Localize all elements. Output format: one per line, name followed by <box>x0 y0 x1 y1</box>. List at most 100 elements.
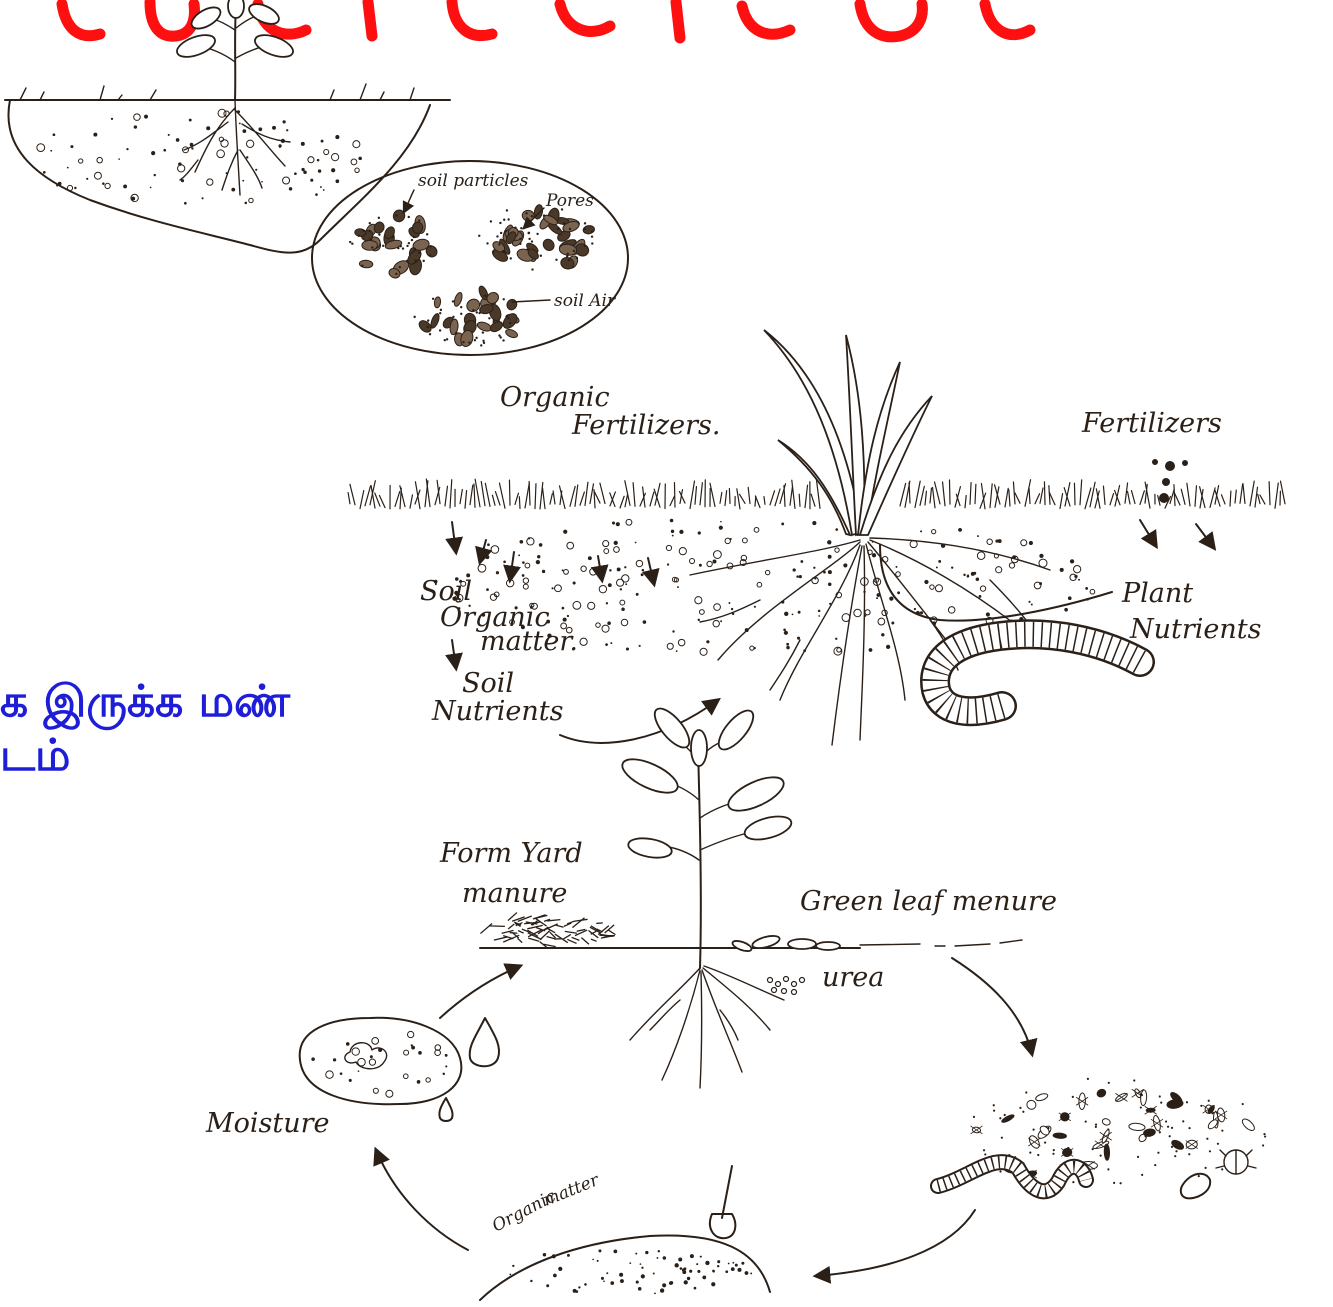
fertilizer-panel: Organic Fertilizers. Fertilizers <box>348 330 1285 745</box>
soil-dot <box>731 1267 735 1271</box>
manure-straw <box>581 938 589 945</box>
organism <box>1240 1117 1256 1133</box>
soil-dot <box>440 309 442 311</box>
grass-blade <box>949 480 950 504</box>
soil-dot <box>323 189 325 191</box>
soil-dot <box>539 543 543 547</box>
soil-dot <box>311 1057 315 1061</box>
soil-dot <box>670 519 674 523</box>
soil-dot <box>920 611 923 614</box>
soil-dot <box>395 214 397 216</box>
soil-dot <box>636 1281 639 1284</box>
soil-dot <box>500 232 502 234</box>
grass-blade <box>755 496 760 508</box>
soil-dot <box>1182 1120 1184 1122</box>
soil-pebble <box>1090 589 1095 594</box>
soil-dot <box>150 187 152 189</box>
soil-dot <box>487 543 490 546</box>
soil-pebble <box>1073 566 1080 573</box>
soil-pebble <box>105 183 110 188</box>
grass-blade <box>737 489 740 509</box>
soil-dot <box>272 126 276 130</box>
soil-dot <box>1095 1126 1097 1128</box>
soil-dot <box>924 580 928 584</box>
soil-dot <box>397 247 399 249</box>
grass-blade <box>1255 487 1257 507</box>
soil-dot <box>682 1270 686 1274</box>
soil-dot <box>391 236 393 238</box>
soil-pebble <box>620 600 625 605</box>
grass-blade <box>474 484 475 507</box>
soil-dot <box>484 295 486 297</box>
soil-dot <box>694 1287 697 1290</box>
soil-dot <box>741 1262 744 1265</box>
soil-dot <box>1171 1127 1173 1129</box>
soil-dot <box>43 171 46 174</box>
soil-dot <box>67 167 69 169</box>
soil-dot <box>607 621 611 625</box>
soil-dot <box>584 245 586 247</box>
soil-pebble <box>490 594 496 600</box>
soil-pebble <box>599 585 606 592</box>
soil-particle <box>359 260 373 268</box>
soil-pebble <box>78 159 82 163</box>
leaf <box>724 770 789 817</box>
grass-blade <box>481 481 485 505</box>
soil-pebble <box>246 140 253 147</box>
soil-dot <box>977 535 979 537</box>
grass-blade <box>975 484 976 503</box>
organism <box>1101 1118 1111 1127</box>
soil-dot <box>206 126 210 130</box>
soil-dot <box>672 535 674 537</box>
soil-pebble <box>935 585 942 592</box>
soil-dot <box>531 215 533 217</box>
soil-dot <box>482 331 484 333</box>
grass-blade <box>729 489 730 504</box>
grass-blade <box>620 496 624 508</box>
soil-dot <box>1160 1102 1162 1104</box>
grass-blade <box>690 481 694 508</box>
manure-straw <box>608 930 616 935</box>
soil-air-label: soil Air <box>554 291 616 311</box>
soil-dot <box>584 222 586 224</box>
soil-dot <box>797 637 800 640</box>
soil-dot <box>537 555 540 558</box>
soil-dot <box>569 228 571 230</box>
soil-dot <box>446 338 448 340</box>
organism <box>1025 1098 1038 1111</box>
soil-dot <box>706 640 709 643</box>
soil-pebble <box>996 567 1002 573</box>
soil-dot <box>598 1249 601 1252</box>
manure-straw <box>562 934 570 939</box>
soil-dot <box>698 619 700 621</box>
grass-blade <box>1035 494 1040 504</box>
soil-dot <box>1070 559 1074 563</box>
soil-dot <box>951 566 953 568</box>
soil-pebble <box>977 552 985 560</box>
grass-blade <box>1269 482 1270 505</box>
organic-matter-mound <box>480 1235 770 1300</box>
grass-blade <box>674 483 675 507</box>
soil-dot <box>361 1066 363 1068</box>
pores-label: Pores <box>545 191 594 211</box>
soil-dot <box>672 630 674 632</box>
soil-dot <box>799 575 802 578</box>
grass-blade <box>920 486 924 505</box>
soil-particle <box>541 237 556 253</box>
soil-dot <box>1072 1096 1074 1098</box>
soil-particle <box>354 228 366 237</box>
soil-dot <box>244 202 247 205</box>
soil-pebble <box>878 618 885 625</box>
soil-dot <box>1067 1147 1069 1149</box>
grass-blade <box>1250 481 1254 506</box>
soil-dot <box>920 530 922 532</box>
soil-dot <box>818 610 821 613</box>
soil-dot <box>1028 601 1030 603</box>
soil-dot <box>584 228 586 230</box>
soil-dot <box>452 300 454 302</box>
manure-straw <box>572 937 580 940</box>
soil-dot <box>505 316 507 318</box>
soil-dot <box>696 1263 698 1265</box>
soil-dot <box>522 574 525 577</box>
cycle-panel: Form Yard manure Green leaf menure urea <box>205 703 1266 1300</box>
